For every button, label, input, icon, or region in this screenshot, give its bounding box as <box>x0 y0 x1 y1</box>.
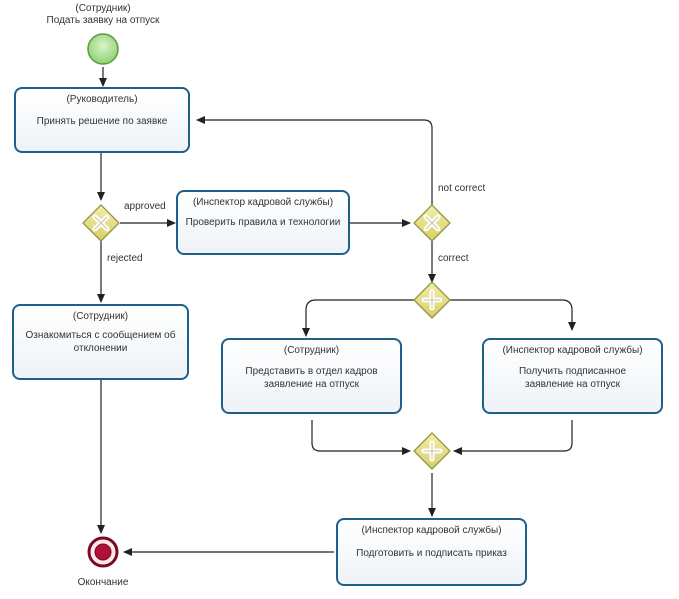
start-event-label: (Сотрудник) Подать заявку на отпуск <box>0 3 206 27</box>
flow-split-right <box>450 299 576 331</box>
task-role: (Сотрудник) <box>72 311 129 322</box>
task-role: (Сотрудник) <box>283 345 340 356</box>
end-event-label: Окончание <box>77 577 129 588</box>
start-event-circle[interactable] <box>87 33 119 65</box>
task-name: Ознакомиться с сообщением об отклонении <box>25 330 176 354</box>
task-read-rejection[interactable]: (Сотрудник) Ознакомиться с сообщением об… <box>12 304 189 380</box>
flow-label-not-correct: not correct <box>438 183 486 194</box>
task-decide[interactable]: (Руководитель) Принять решение по заявке <box>14 87 190 153</box>
flow-join-right <box>453 420 573 455</box>
flow-label-approved: approved <box>124 201 166 212</box>
task-name: Подготовить и подписать приказ <box>356 548 507 559</box>
sequence-flows <box>97 67 576 556</box>
task-name: Принять решение по заявке <box>36 116 168 127</box>
task-name: Проверить правила и технологии <box>185 217 341 228</box>
exclusive-gateway-approval[interactable] <box>82 204 120 242</box>
task-role: (Инспектор кадровой службы) <box>361 525 502 536</box>
start-event-name: Подать заявку на отпуск <box>46 15 160 26</box>
task-prepare-order[interactable]: (Инспектор кадровой службы) Подготовить … <box>336 518 527 586</box>
flow-label-correct: correct <box>438 253 469 264</box>
parallel-gateway-join[interactable] <box>413 432 451 470</box>
start-event-role: (Сотрудник) <box>75 3 131 14</box>
task-role: (Руководитель) <box>66 94 138 105</box>
flow-join-left <box>311 420 411 455</box>
task-role: (Инспектор кадровой службы) <box>192 197 334 208</box>
flow-split-left <box>302 299 414 337</box>
parallel-gateway-split[interactable] <box>413 281 451 319</box>
end-event[interactable] <box>87 536 119 568</box>
task-receive-signed[interactable]: (Инспектор кадровой службы) Получить под… <box>482 338 663 414</box>
flow-not-correct <box>196 116 433 205</box>
exclusive-gateway-correctness[interactable] <box>413 204 451 242</box>
task-role: (Инспектор кадровой службы) <box>502 345 643 356</box>
flow-label-rejected: rejected <box>107 253 143 264</box>
task-name: Представить в отдел кадров заявление на … <box>245 366 378 390</box>
task-check-rules[interactable]: (Инспектор кадровой службы) Проверить пр… <box>176 190 350 255</box>
task-name: Получить подписанное заявление на отпуск <box>518 366 627 390</box>
task-submit-to-hr[interactable]: (Сотрудник) Представить в отдел кадров з… <box>221 338 402 414</box>
